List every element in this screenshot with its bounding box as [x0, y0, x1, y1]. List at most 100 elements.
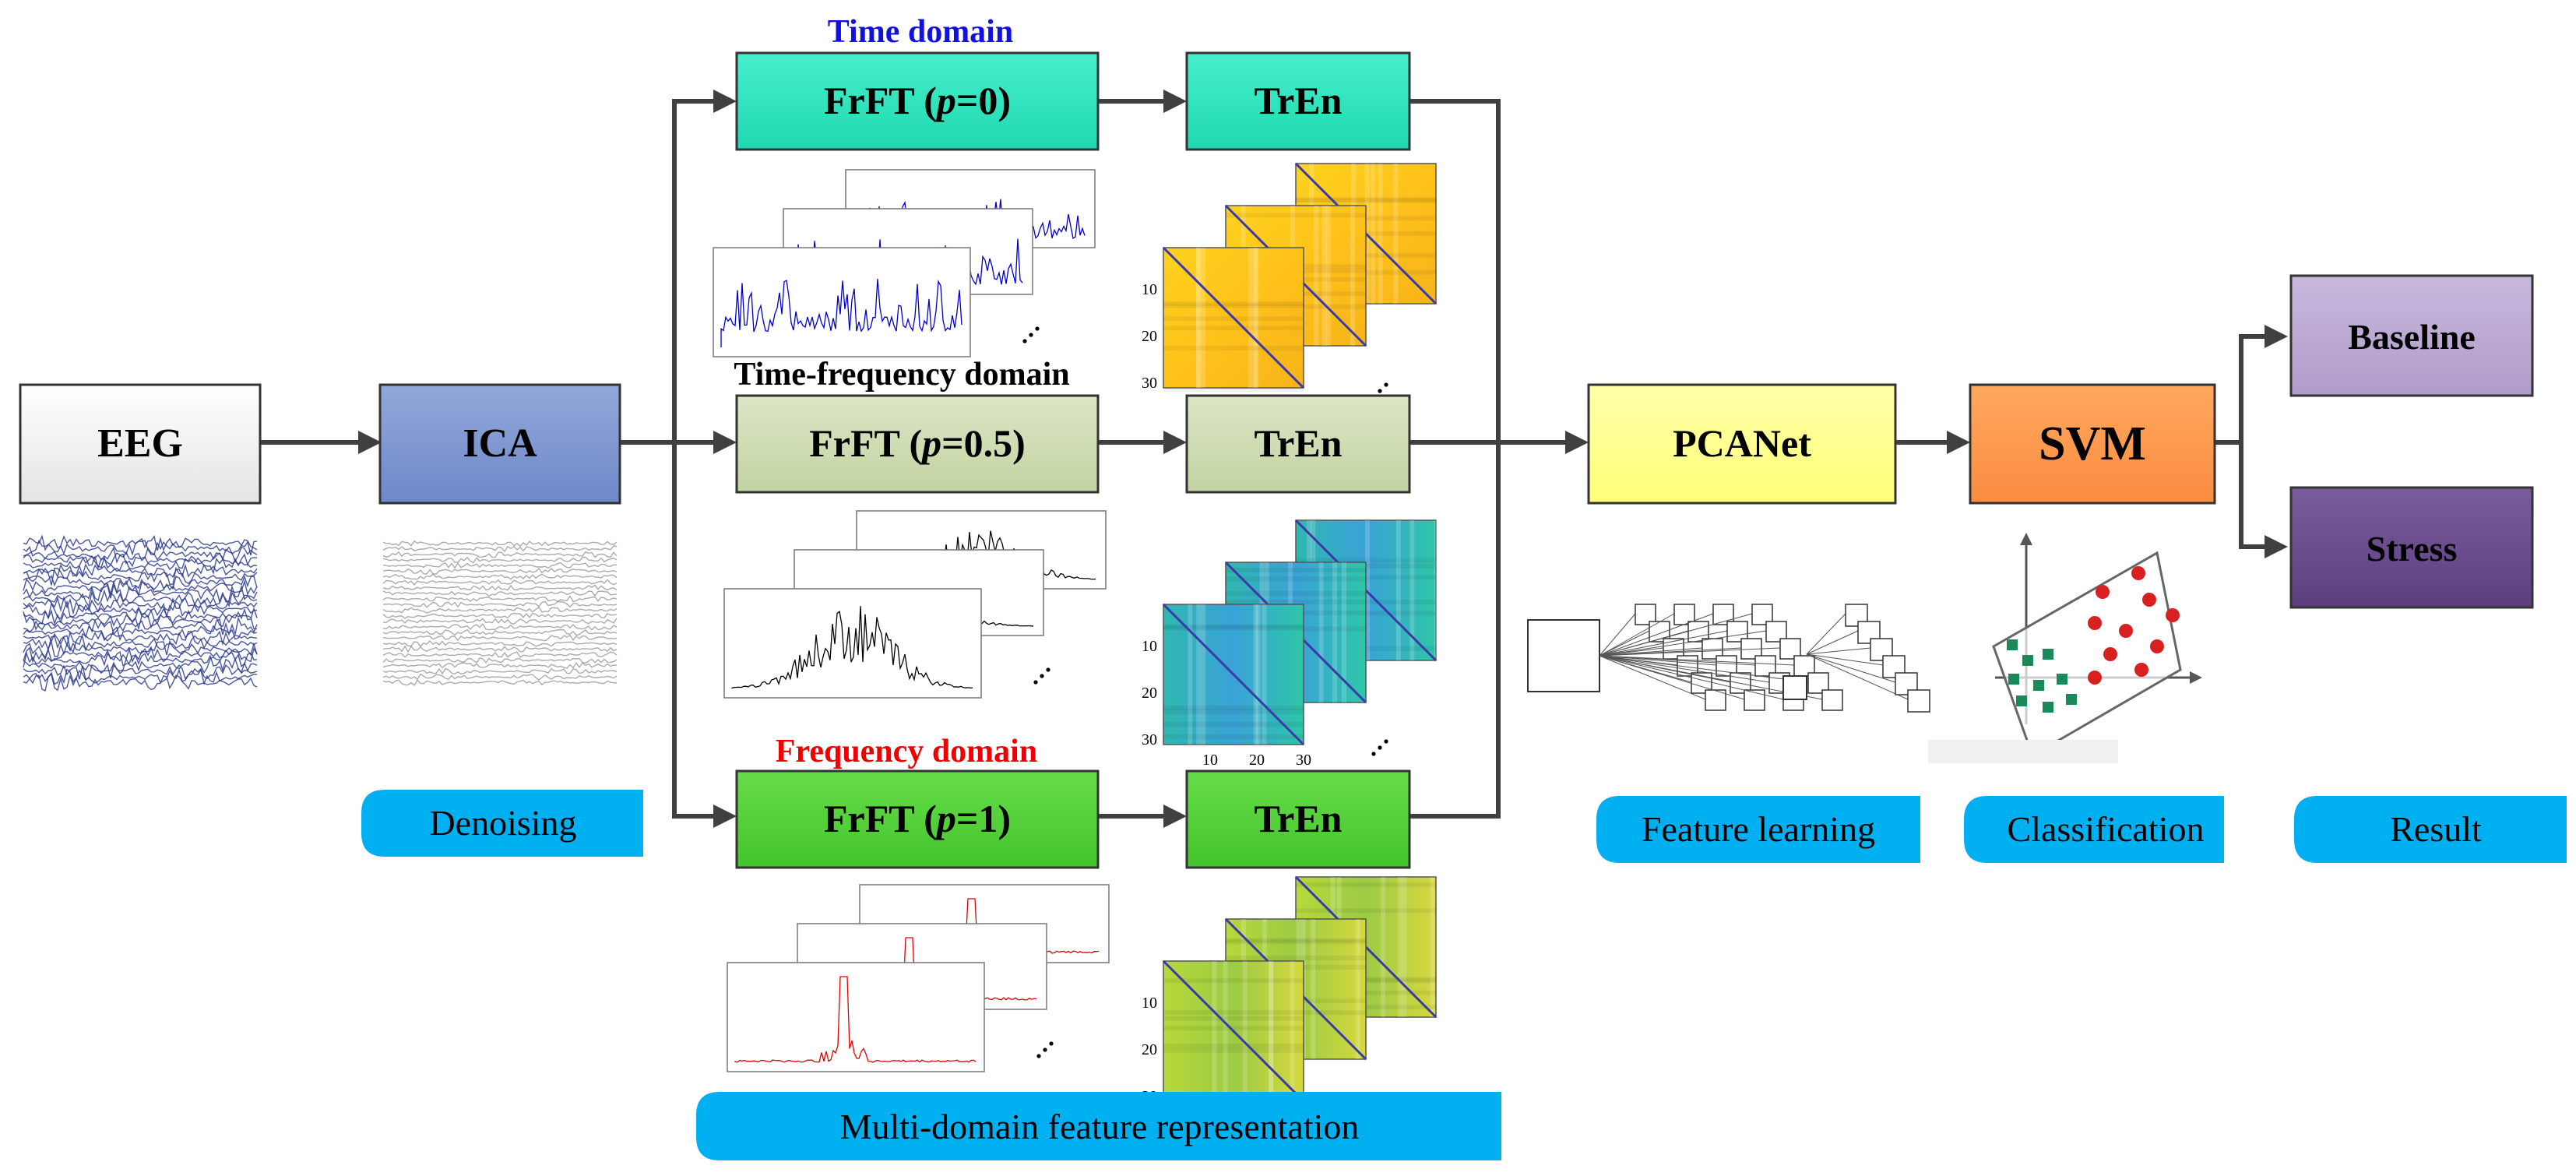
- tren-matrix-stripe: [1226, 213, 1366, 218]
- tren-matrix-stripe: [1196, 248, 1202, 388]
- matrix-xtick-label: 10: [1202, 752, 1218, 769]
- net-edge: [1599, 655, 1745, 700]
- signal-plot-frame: [727, 962, 985, 1072]
- eeg-trace-line: [382, 568, 618, 575]
- eeg-trace-line: [23, 566, 258, 586]
- tren-matrix-stripe: [1268, 961, 1273, 1101]
- tren-matrix-stripe: [1318, 562, 1324, 702]
- frequency-domain-label: Frequency domain: [776, 734, 1037, 769]
- tren-matrix-stripe: [1163, 734, 1304, 740]
- ellipsis-dot: [1371, 752, 1376, 756]
- eeg-trace-line: [382, 595, 618, 603]
- tren-matrix-stripe: [1223, 961, 1228, 1101]
- caption-result-bg: [2294, 796, 2567, 863]
- svm-positive-point: [2134, 663, 2148, 677]
- caption-feature-learning-bg: [1596, 796, 1920, 863]
- tren-matrix-stripe: [1393, 164, 1399, 304]
- svm-block: SVM: [1928, 383, 2216, 763]
- svm-hyperplane-icon: [1928, 533, 2202, 763]
- stress-box: [2289, 486, 2534, 609]
- tren-matrix-stripe: [1371, 164, 1376, 304]
- eeg-trace-line: [382, 667, 618, 675]
- tren-matrix-stripe: [1434, 520, 1439, 660]
- frft-freq-label: FrFT (p=1): [824, 797, 1011, 840]
- matrix-ytick-label: 10: [1142, 638, 1157, 655]
- tren-matrix-stripe: [1163, 1009, 1304, 1015]
- eeg-trace-line: [23, 646, 258, 664]
- frft-tf-box: [735, 394, 1100, 494]
- eeg-trace-line: [23, 578, 258, 597]
- eeg-trace-line: [23, 551, 258, 569]
- eeg-block: EEG: [19, 383, 262, 692]
- net-layer-node: [1705, 689, 1726, 711]
- net-edge: [1599, 655, 1770, 683]
- net-output-node: [1870, 638, 1893, 661]
- net-edge: [1599, 613, 1714, 657]
- tren-matrix-stripe: [1201, 604, 1206, 745]
- time-frequency-signal-plots: [723, 510, 1107, 699]
- tren-matrix-stripe: [1409, 520, 1415, 660]
- signal-plot-frame: [713, 247, 971, 357]
- svm-sample-points: [2007, 566, 2180, 713]
- time-frequency-domain-label: Time-frequency domain: [734, 357, 1069, 393]
- net-edge: [1806, 647, 1871, 655]
- eeg-trace-line: [382, 606, 618, 614]
- matrix-ytick-label: 20: [1142, 685, 1157, 702]
- tren-matrix-stripe: [1163, 1026, 1304, 1031]
- eeg-waveform-icon: [23, 534, 258, 692]
- tren-matrix-stripe: [1188, 604, 1193, 745]
- eeg-trace-line: [23, 607, 258, 626]
- matrix-ytick-label: 30: [1142, 375, 1157, 392]
- svm-negative-point: [2043, 649, 2053, 660]
- svm-negative-point: [2008, 674, 2019, 685]
- eeg-trace-line: [23, 546, 258, 564]
- net-edge: [1599, 655, 1795, 666]
- tren-matrix-stripe: [1296, 558, 1436, 563]
- eeg-trace-line: [382, 679, 618, 686]
- net-edge: [1599, 655, 1809, 683]
- tren-freq-label: TrEn: [1255, 797, 1343, 840]
- net-layer-node: [1821, 689, 1843, 711]
- tren-matrix-stripe: [1332, 562, 1338, 702]
- ellipsis-dot: [1029, 333, 1033, 337]
- tren-matrix-stripe: [1252, 248, 1258, 388]
- eeg-trace-line: [382, 623, 618, 631]
- frft-time-box: [735, 51, 1100, 151]
- frft-tf-label: FrFT (p=0.5): [809, 421, 1026, 465]
- tren-matrix-stripe: [1163, 1043, 1304, 1048]
- arrow-svm-to-baseline: [2215, 325, 2288, 445]
- eeg-trace-line: [23, 657, 258, 674]
- connectors: [260, 90, 2288, 828]
- eeg-trace-line: [23, 673, 258, 692]
- arrow-ica-to-branches: [620, 90, 737, 445]
- net-edge: [1806, 630, 1859, 655]
- eeg-trace-line: [382, 645, 618, 653]
- branch-time-frequency: Time-frequency domain FrFT (p=0.5) TrEn …: [723, 357, 1439, 769]
- ellipsis-dot: [1378, 745, 1382, 750]
- net-edge: [1599, 613, 1753, 657]
- stress-label: Stress: [2367, 529, 2458, 569]
- eeg-trace-line: [23, 639, 258, 659]
- eeg-trace-line: [23, 625, 258, 642]
- net-edge: [1599, 630, 1767, 657]
- eeg-trace-line: [23, 563, 258, 579]
- matrix-ytick-label: 10: [1142, 281, 1157, 298]
- eeg-trace-line: [382, 657, 618, 664]
- eeg-trace-line: [382, 556, 618, 564]
- ica-box: [378, 383, 621, 505]
- tren-matrix-stripe: [1226, 568, 1366, 573]
- ica-label: ICA: [463, 421, 537, 466]
- eeg-trace-line: [382, 545, 618, 553]
- matrix-ytick-label: 20: [1142, 1041, 1157, 1058]
- svm-label: SVM: [2039, 417, 2146, 470]
- ica-block: ICA: [378, 383, 621, 686]
- tren-matrix-stripe: [1402, 877, 1407, 1017]
- caption-classification: Classification: [2008, 809, 2205, 849]
- eeg-trace-line: [382, 551, 618, 558]
- arrow-tren-time-merge: [1409, 99, 1501, 442]
- ellipsis-dot: [1384, 382, 1388, 387]
- eeg-trace-line: [23, 539, 258, 557]
- svm-shadow: [1928, 740, 2118, 763]
- tren-matrix-stripe: [1163, 387, 1304, 393]
